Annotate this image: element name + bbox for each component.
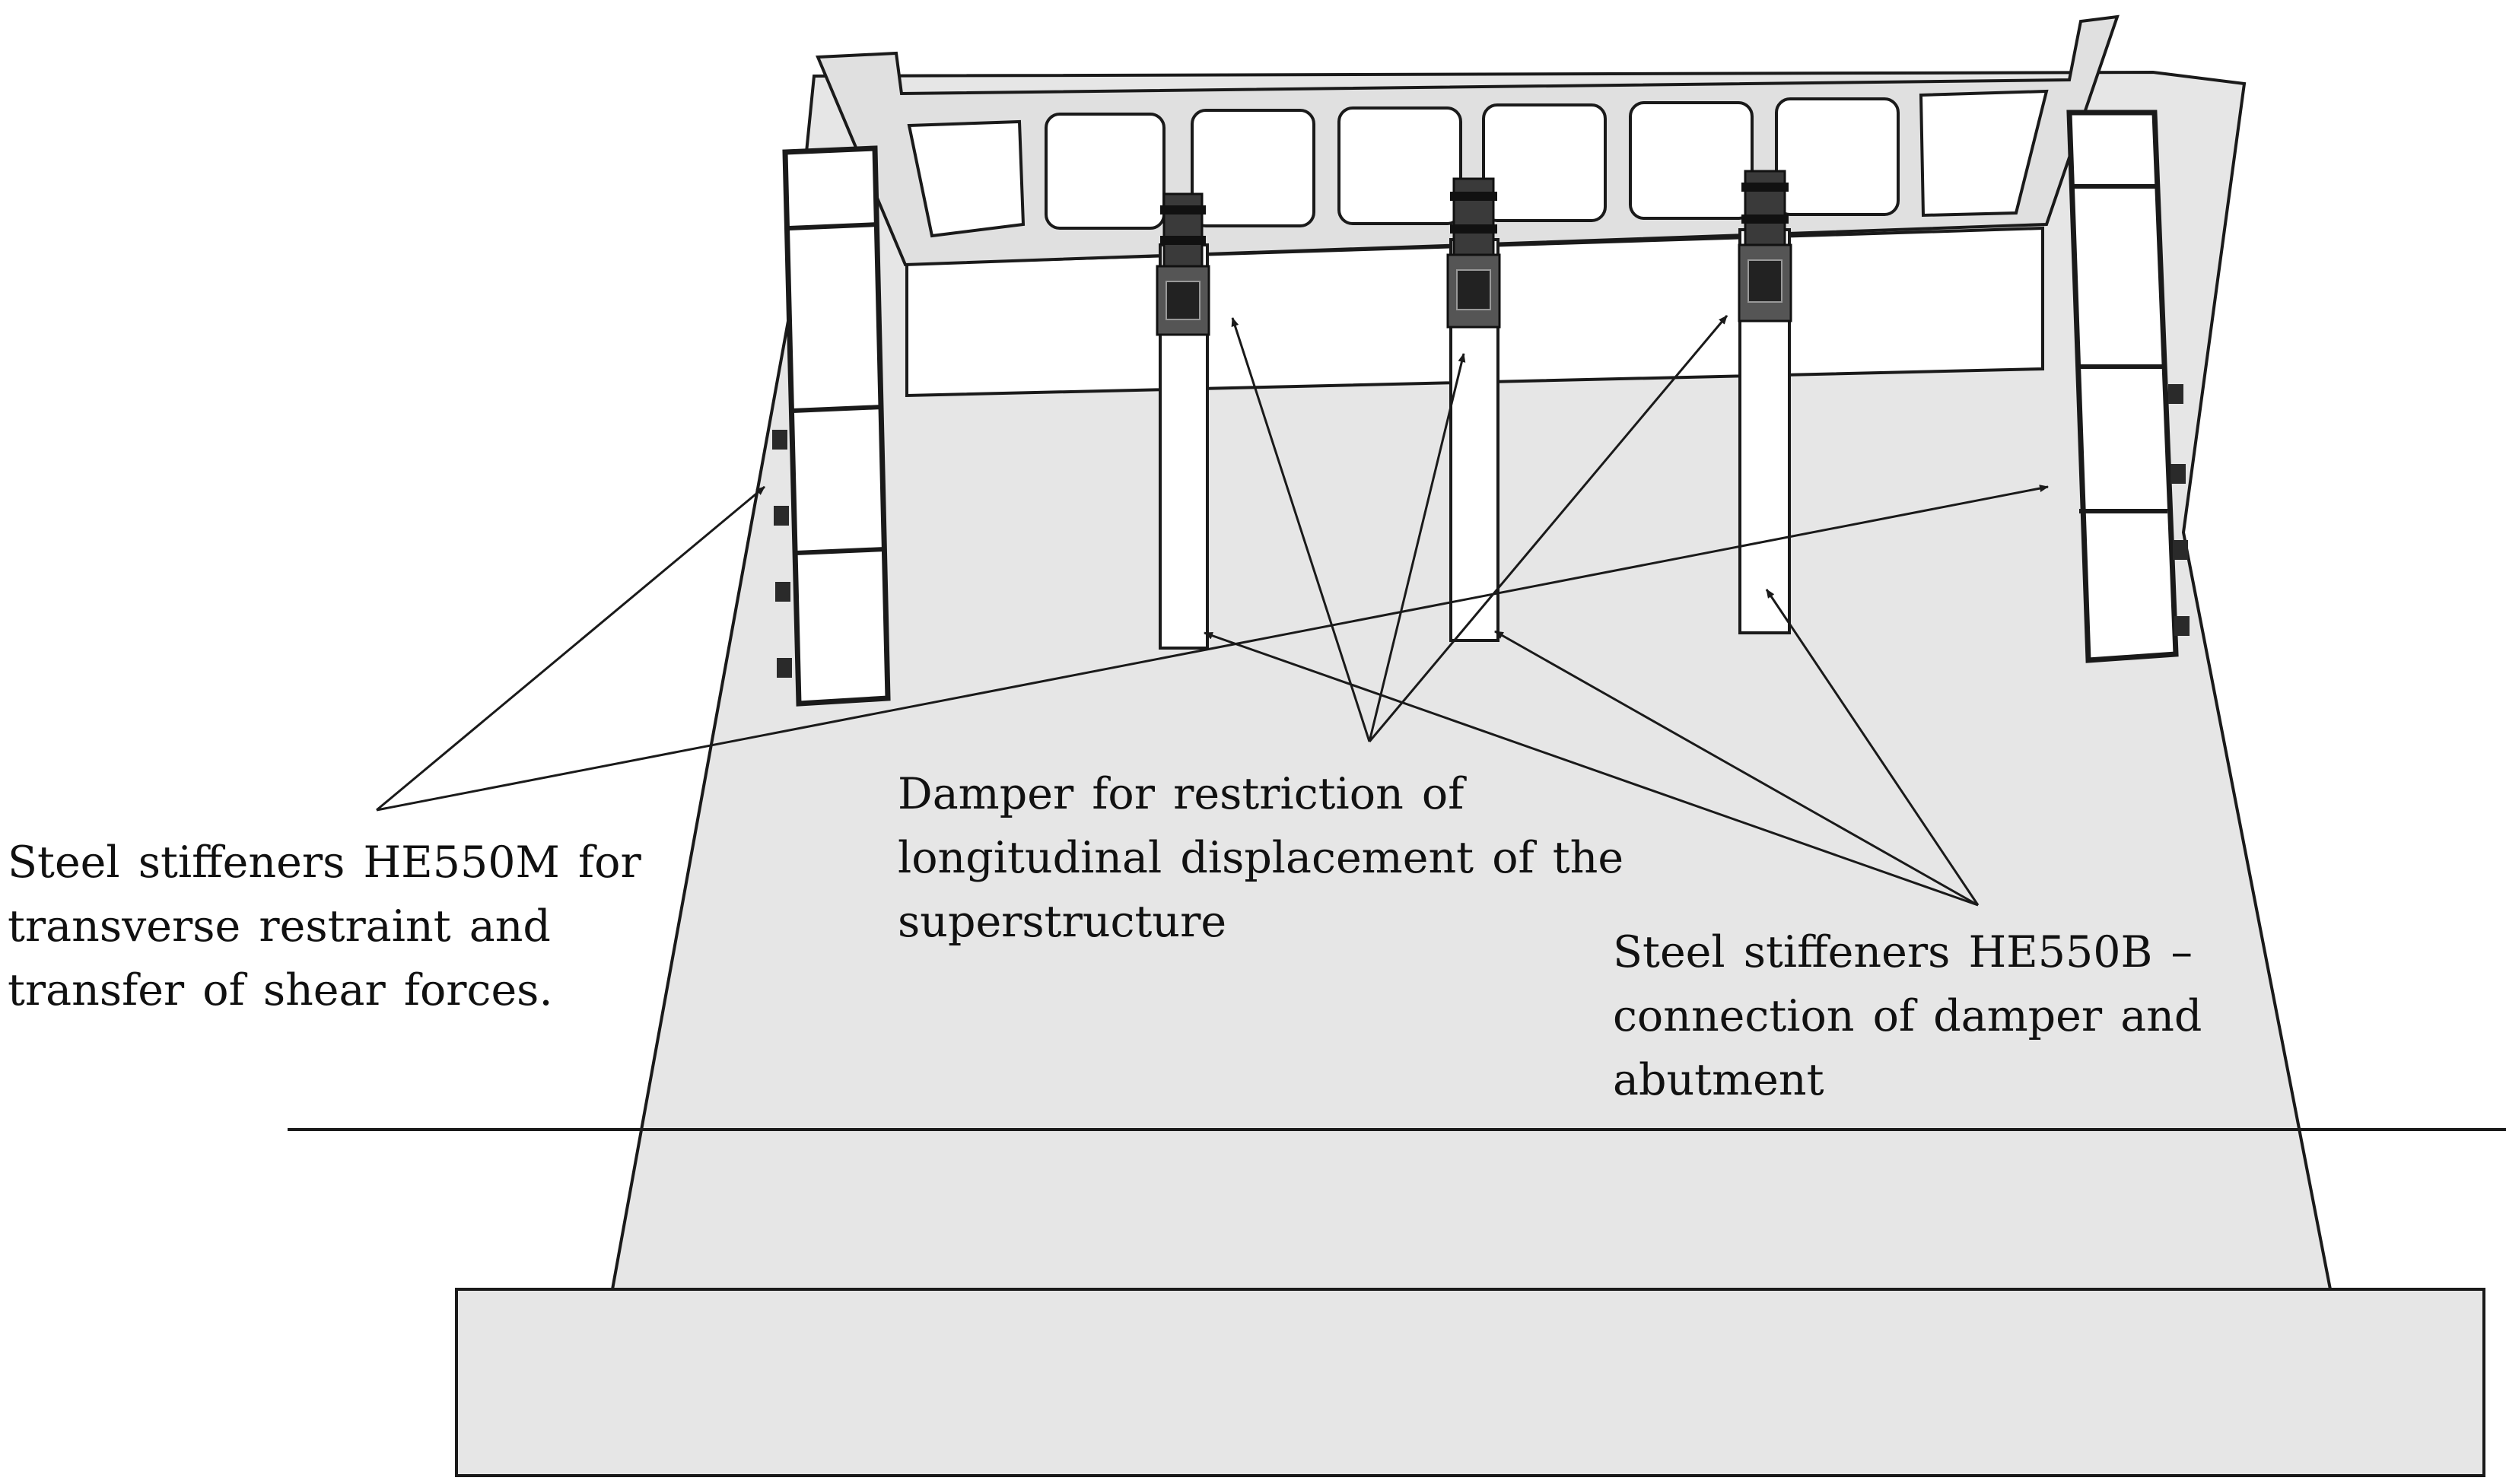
label-stiffeners-he550m: Steel stiffeners HE550M for transverse r… bbox=[8, 831, 641, 1022]
label-damper: Damper for restriction of longitudinal d… bbox=[898, 762, 1623, 954]
foundation-footing bbox=[455, 1288, 2485, 1477]
leader-he550b-1 bbox=[1204, 631, 1979, 907]
superstructure-deck bbox=[816, 14, 2120, 267]
right-stiffener-he550m bbox=[2066, 110, 2190, 663]
leader-lines bbox=[376, 315, 2049, 907]
label-damper-line-1: Damper for restriction of bbox=[898, 769, 1464, 819]
leader-damper-3 bbox=[1368, 315, 1728, 742]
label-he550m-line-3: transfer of shear forces. bbox=[8, 965, 553, 1015]
label-stiffeners-he550b: Steel stiffeners HE550B – connection of … bbox=[1613, 920, 2202, 1112]
right-anchor-bolts bbox=[2168, 384, 2190, 636]
left-anchor-bolts bbox=[772, 430, 792, 678]
dampers bbox=[1156, 170, 1792, 336]
label-damper-line-3: superstructure bbox=[898, 897, 1227, 947]
label-he550m-line-2: transverse restraint and bbox=[8, 901, 551, 952]
leader-he550b-2 bbox=[1494, 630, 1979, 907]
left-stiffener-he550m bbox=[772, 145, 891, 707]
label-damper-line-2: longitudinal displacement of the bbox=[898, 833, 1624, 883]
leader-he550b-3 bbox=[1765, 589, 1980, 906]
label-he550m-line-1: Steel stiffeners HE550M for bbox=[8, 837, 641, 888]
damper-2 bbox=[1446, 177, 1501, 329]
leader-he550m-left bbox=[376, 485, 765, 812]
damper-1 bbox=[1156, 192, 1210, 336]
label-he550b-line-1: Steel stiffeners HE550B – bbox=[1613, 927, 2193, 977]
leader-he550m-right bbox=[376, 485, 2049, 812]
deck-cells bbox=[907, 89, 2049, 238]
label-he550b-line-2: connection of damper and bbox=[1613, 991, 2202, 1041]
label-he550b-line-3: abutment bbox=[1613, 1055, 1824, 1105]
damper-3 bbox=[1738, 170, 1792, 323]
leader-damper-1 bbox=[1231, 317, 1371, 742]
leader-damper-2 bbox=[1368, 353, 1466, 742]
